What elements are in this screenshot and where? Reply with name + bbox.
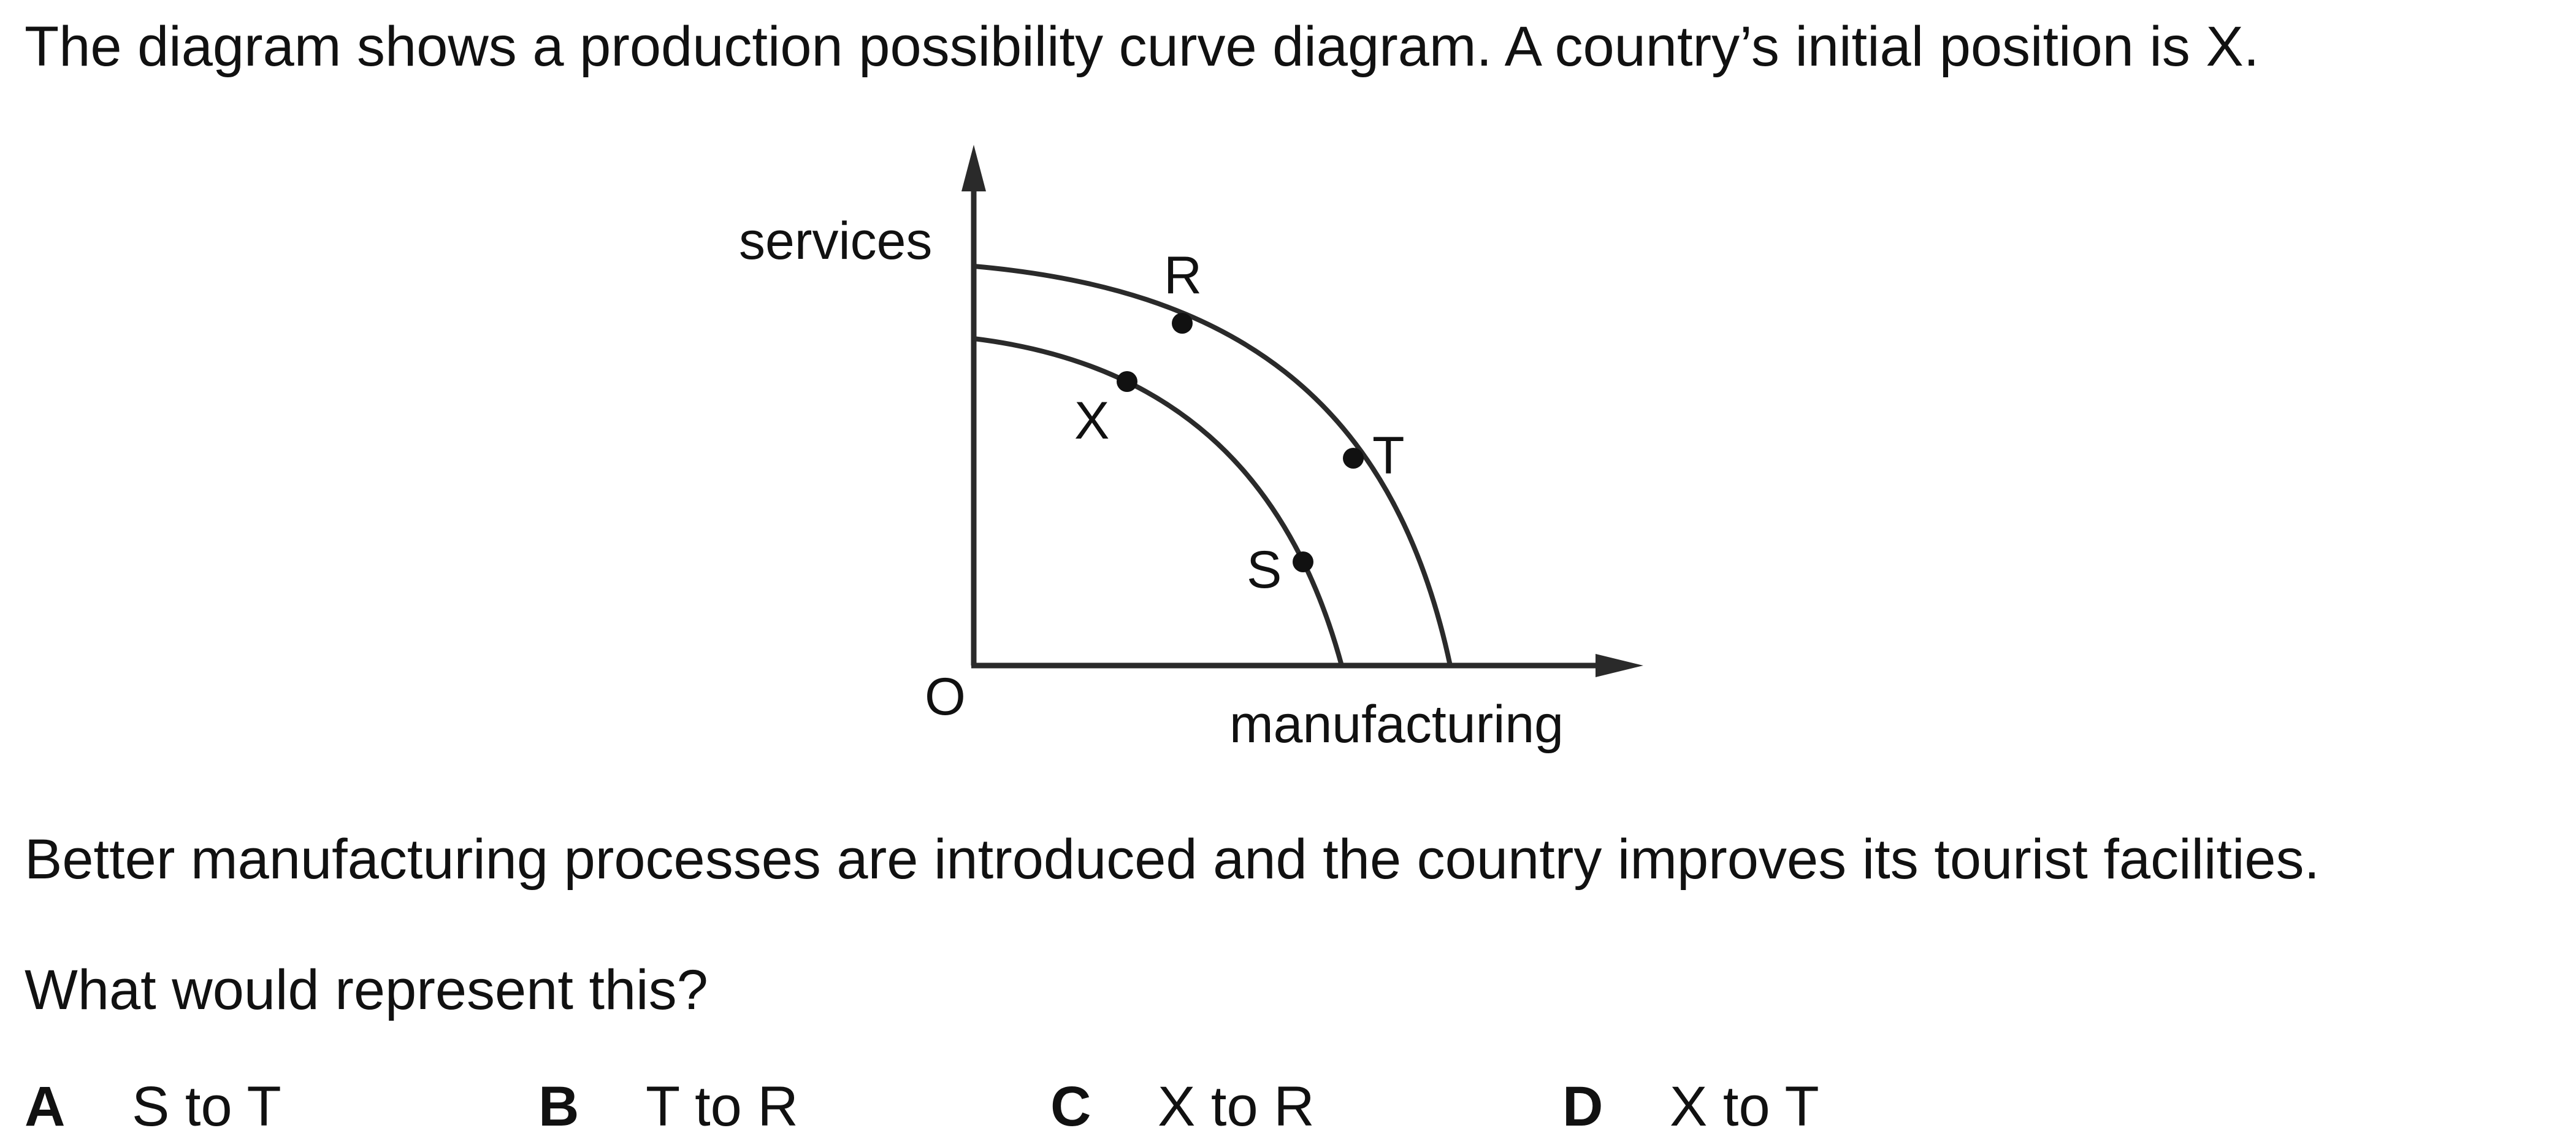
- option-d-letter: D: [1562, 1075, 1603, 1138]
- question-intro: The diagram shows a production possibili…: [25, 15, 2260, 78]
- point-x-label: X: [1074, 391, 1109, 450]
- option-a-letter: A: [25, 1075, 66, 1138]
- option-b-text: T to R: [646, 1075, 798, 1138]
- point-r-marker: [1172, 313, 1193, 334]
- point-t-label: T: [1372, 426, 1405, 485]
- point-t-marker: [1343, 448, 1364, 469]
- ppc-outer-curve: [973, 264, 1453, 666]
- question-prompt: What would represent this?: [25, 959, 708, 1021]
- y-axis-arrowhead: [961, 145, 986, 191]
- origin-label: O: [925, 667, 966, 726]
- option-a-text: S to T: [132, 1075, 281, 1138]
- point-r-label: R: [1164, 246, 1202, 305]
- option-b-letter: B: [538, 1075, 579, 1138]
- option-c[interactable]: C X to R: [1050, 1078, 1315, 1135]
- question-stem: Better manufacturing processes are intro…: [25, 828, 2320, 891]
- option-d[interactable]: D X to T: [1562, 1078, 1819, 1135]
- ppc-inner-curve: [973, 336, 1344, 667]
- option-a[interactable]: A S to T: [25, 1078, 281, 1135]
- point-x-marker: [1117, 371, 1137, 392]
- point-s-label: S: [1247, 540, 1282, 599]
- option-c-text: X to R: [1158, 1075, 1315, 1138]
- point-s-marker: [1293, 551, 1313, 572]
- option-c-letter: C: [1050, 1075, 1091, 1138]
- x-axis-label: manufacturing: [1229, 695, 1564, 754]
- y-axis-label: services: [739, 212, 932, 271]
- option-d-text: X to T: [1670, 1075, 1819, 1138]
- x-axis-arrowhead: [1596, 654, 1643, 677]
- option-b[interactable]: B T to R: [538, 1078, 798, 1135]
